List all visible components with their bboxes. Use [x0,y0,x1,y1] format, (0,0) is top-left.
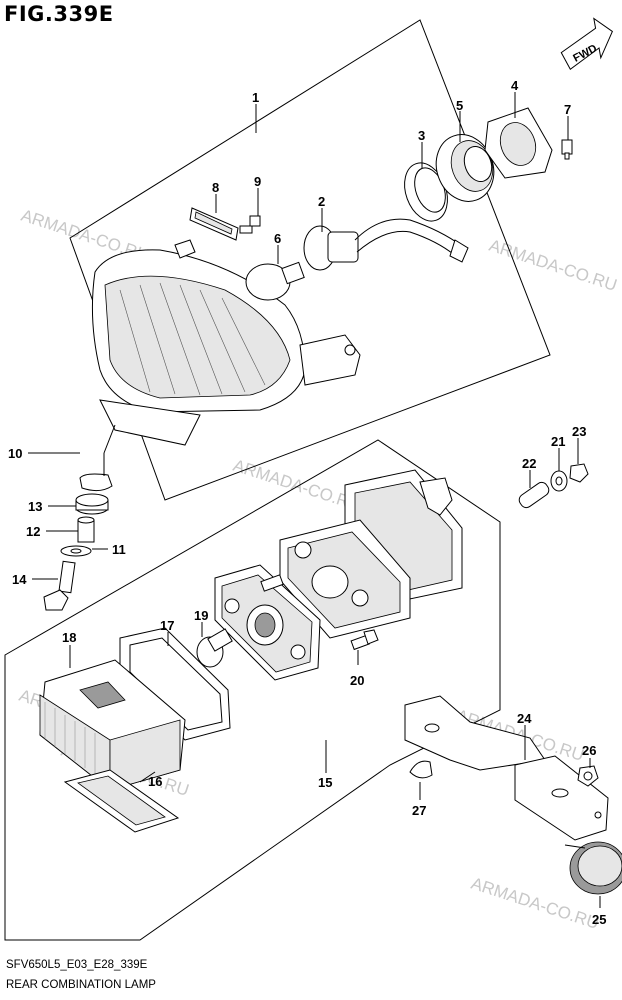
reflector-bracket-24 [404,695,609,841]
callout-5: 5 [456,98,463,113]
callout-13: 13 [28,499,42,514]
callout-10: 10 [8,446,22,461]
callout-9: 9 [254,174,261,189]
socket-2 [303,218,469,271]
figure-caption: REAR COMBINATION LAMP [6,979,156,991]
callout-2: 2 [318,194,325,209]
gasket-plate-4 [484,107,553,179]
watermark: ARMADA-CO.RU [231,456,364,515]
figure-code: SFV650L5_E03_E28_339E [6,959,148,971]
washer-21 [550,470,568,492]
fwd-arrow-icon: FWD [560,17,613,71]
nut-26 [577,765,599,787]
callout-7: 7 [564,102,571,117]
screw-7 [561,139,573,160]
collar-12 [77,516,95,543]
callout-18: 18 [62,630,76,645]
lens-18 [39,659,186,791]
reflector-25 [564,841,622,895]
callout-4: 4 [511,78,519,93]
leader-lines [28,92,601,908]
clip-27 [409,760,433,779]
screw-9 [239,215,261,234]
bracket-8 [189,207,239,241]
callout-22: 22 [522,456,536,471]
damper-10 [79,473,113,492]
callout-24: 24 [517,711,532,726]
callout-11: 11 [112,542,126,557]
damper-13 [75,493,109,515]
callout-3: 3 [418,128,425,143]
callout-27: 27 [412,803,426,818]
figure-title: FIG.339E [4,2,114,26]
nut-23 [569,463,589,483]
callout-21: 21 [551,434,565,449]
callout-8: 8 [212,180,219,195]
callout-16: 16 [148,774,162,789]
bolt-14 [43,560,76,611]
spacer-22 [518,481,550,509]
taillight-housing [91,239,361,446]
screw-20 [350,629,379,651]
callout-6: 6 [274,231,281,246]
callout-12: 12 [26,524,40,539]
washer-11 [60,545,92,557]
callout-26: 26 [582,743,596,758]
callouts: 1 2 3 4 5 6 7 8 9 10 11 12 13 14 15 16 1… [8,78,606,927]
gasket-17 [119,627,231,741]
license-lamp-housing [279,469,463,639]
callout-19: 19 [194,608,208,623]
callout-1: 1 [252,90,259,105]
callout-20: 20 [350,673,364,688]
callout-25: 25 [592,912,606,927]
bulb-19 [196,628,233,668]
lens-plate-16 [63,769,180,833]
callout-15: 15 [318,775,332,790]
bulb-6 [245,261,305,301]
callout-23: 23 [572,424,586,439]
callout-17: 17 [160,618,174,633]
collar-5 [435,134,495,202]
lamp-base-plate [214,564,321,681]
callout-14: 14 [12,572,27,587]
